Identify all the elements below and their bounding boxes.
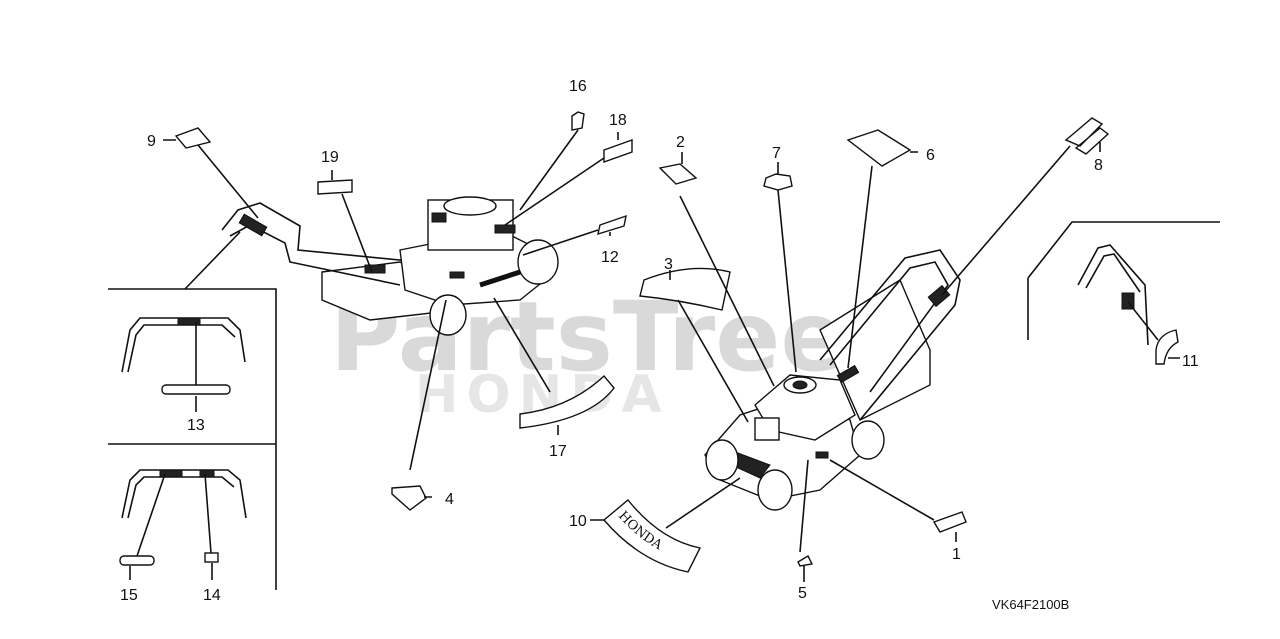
leader-2 xyxy=(679,152,775,387)
callout-2: 2 xyxy=(676,134,685,151)
leader-6 xyxy=(847,151,918,369)
callout-4: 4 xyxy=(445,491,454,508)
leader-19 xyxy=(331,170,373,273)
inset-a-handle xyxy=(121,317,246,373)
leader-7 xyxy=(777,162,797,373)
callout-14: 14 xyxy=(203,587,221,604)
leader-16 xyxy=(519,129,579,211)
grass-catcher xyxy=(819,278,931,421)
decal-part-9 xyxy=(174,127,212,149)
leader-12 xyxy=(522,229,611,256)
leader-11 xyxy=(1127,301,1180,359)
leader-3 xyxy=(669,270,749,423)
decal-part-18 xyxy=(603,139,633,163)
decal-part-17 xyxy=(519,374,615,429)
callout-10: 10 xyxy=(569,513,587,530)
right-handle-outer xyxy=(819,249,961,421)
leader-lines xyxy=(129,129,1180,582)
decal-part-13 xyxy=(161,384,231,395)
right-front-right-wheel xyxy=(757,469,793,511)
left-mower-illustration xyxy=(221,196,559,336)
left-handle-upper xyxy=(221,202,421,263)
leader-5 xyxy=(799,459,809,582)
inset-b-decal-left xyxy=(159,469,183,478)
decal-part-6 xyxy=(846,129,912,167)
callout-19: 19 xyxy=(321,149,339,166)
leader-8 xyxy=(941,142,1101,296)
leader-14 xyxy=(204,473,213,580)
decal-part-8 xyxy=(1064,117,1110,155)
callout-1: 1 xyxy=(952,546,961,563)
inset-a-handle-inner xyxy=(127,324,236,373)
left-engine-label xyxy=(494,224,516,234)
callout-13: 13 xyxy=(187,417,205,434)
inset-panels xyxy=(108,221,1220,590)
callout-9: 9 xyxy=(147,133,156,150)
inset-b-decal-right xyxy=(199,469,215,478)
inset-b-handle xyxy=(121,469,247,519)
callout-6: 6 xyxy=(926,147,935,164)
decal-part-10 xyxy=(603,499,702,573)
right-handle-label xyxy=(836,364,860,384)
leader-1 xyxy=(829,459,957,542)
left-bag-label xyxy=(364,264,386,274)
inset-a-handle-decal xyxy=(177,317,201,326)
decal-part-15 xyxy=(119,555,155,566)
right-inset-frame-top xyxy=(1027,221,1220,279)
left-deck-stripe xyxy=(479,269,521,288)
callout-5: 5 xyxy=(798,585,807,602)
callout-18: 18 xyxy=(609,112,627,129)
decal-part-2 xyxy=(658,163,698,185)
decal-part-1 xyxy=(932,511,967,533)
right-front-left-wheel xyxy=(705,439,739,481)
right-engine-cap-center xyxy=(792,380,808,390)
left-handle-grip xyxy=(238,213,268,237)
left-engine-knob xyxy=(431,212,447,223)
right-inset-handle xyxy=(1077,244,1149,346)
callout-17: 17 xyxy=(549,443,567,460)
decal-part-11 xyxy=(1155,329,1179,365)
right-deck-badge xyxy=(815,451,829,459)
callout-15: 15 xyxy=(120,587,138,604)
leader-17 xyxy=(493,297,559,435)
callout-7: 7 xyxy=(772,145,781,162)
inset-b-handle-inner xyxy=(127,476,235,519)
right-engine-cover xyxy=(754,417,780,441)
right-mower-illustration xyxy=(704,249,961,511)
callout-11: 11 xyxy=(1182,353,1199,370)
decal-part-4 xyxy=(391,485,427,511)
left-engine-cap xyxy=(443,196,497,216)
decal-part-3 xyxy=(639,267,731,311)
left-deck-badge xyxy=(449,271,465,279)
watermark: PartsTree HONDA xyxy=(330,281,845,425)
inset-frame-right xyxy=(108,288,277,590)
callout-3: 3 xyxy=(664,256,673,273)
decal-part-16 xyxy=(571,111,585,131)
inset-leader xyxy=(184,231,241,290)
callout-12: 12 xyxy=(601,249,619,266)
callout-16: 16 xyxy=(569,78,587,95)
callout-8: 8 xyxy=(1094,157,1103,174)
decal-part-12 xyxy=(597,214,627,236)
drawing-code: VK64F2100B xyxy=(992,597,1069,612)
leader-15 xyxy=(129,473,166,580)
left-handle-lower xyxy=(229,224,401,286)
callout-labels: 9 16 18 19 12 2 7 6 8 3 17 4 11 10 1 5 1… xyxy=(120,78,1199,604)
leader-4 xyxy=(409,299,447,498)
decal-part-14 xyxy=(204,552,219,563)
right-inset-handle-inner xyxy=(1085,253,1141,293)
left-front-wheel xyxy=(429,294,467,336)
leader-10 xyxy=(590,477,741,529)
decal-part-7 xyxy=(763,173,793,191)
decal-part-19 xyxy=(317,179,353,195)
leader-9 xyxy=(163,139,259,219)
left-rear-wheel xyxy=(517,239,559,285)
right-rear-wheel xyxy=(851,420,885,460)
leader-18 xyxy=(504,132,619,226)
right-handle-inner xyxy=(829,261,949,393)
decal-part-5 xyxy=(797,555,814,567)
